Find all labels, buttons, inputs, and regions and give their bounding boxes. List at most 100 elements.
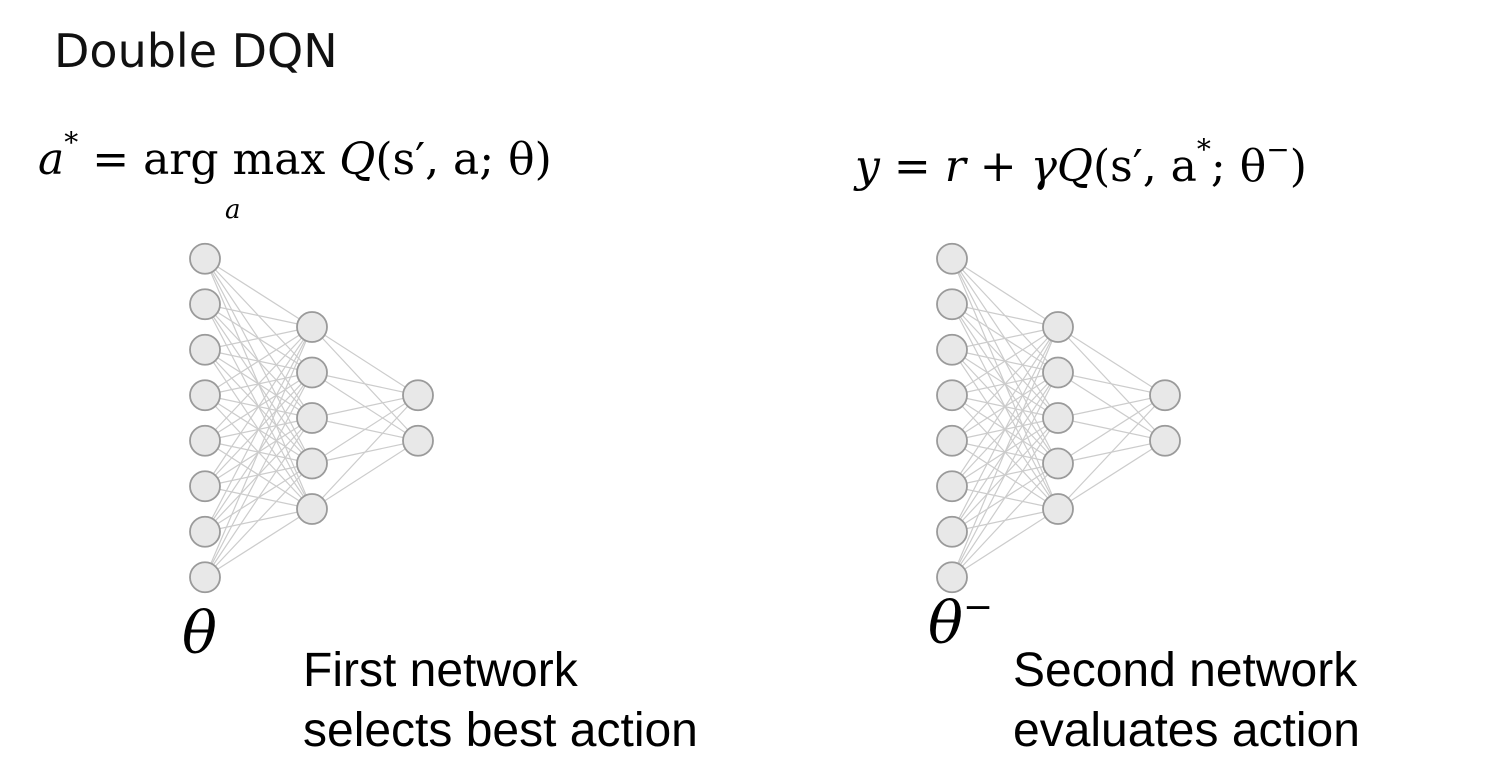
eq-lhs: a (38, 134, 65, 185)
network-edge (204, 258, 313, 328)
network-node-layer-2 (1149, 424, 1181, 457)
target-equation: y = r + γQ(s′, a*; θ−) (855, 136, 1307, 189)
network-node-layer-0 (936, 333, 968, 366)
network-node-layer-2 (402, 424, 434, 457)
eq-args-mid: ; θ (1210, 141, 1267, 192)
first-network-param: θ (182, 604, 217, 662)
eq-gamma: γ (1030, 141, 1057, 192)
network-node-layer-0 (936, 288, 968, 321)
network-node-layer-1 (1042, 402, 1074, 434)
network-edge (951, 258, 1059, 328)
network-edge (311, 394, 419, 510)
slide-title: Double DQN (54, 24, 338, 78)
network-node-layer-1 (1042, 493, 1074, 525)
network-edge (1057, 326, 1166, 396)
network-edge (204, 326, 313, 487)
network-edge (951, 372, 1059, 578)
network-edge (311, 440, 419, 510)
network-edge (204, 303, 313, 328)
network-node-layer-1 (1042, 311, 1074, 343)
network-node-layer-0 (936, 515, 968, 548)
network-edge (951, 326, 1059, 396)
network-node-layer-1 (296, 356, 328, 389)
network-edge (311, 326, 419, 396)
second-network-param: θ− (928, 590, 993, 653)
network-edge (951, 326, 1059, 442)
eq-equals: = (879, 141, 945, 192)
network-node-layer-0 (189, 288, 221, 321)
network-edge (951, 508, 1059, 578)
caption-line: evaluates action (1013, 704, 1360, 757)
network-node-layer-0 (936, 379, 968, 412)
eq-args: (s′, a; θ) (375, 134, 552, 185)
network-edge (951, 463, 1059, 578)
network-node-layer-0 (189, 333, 221, 366)
network-node-layer-0 (189, 561, 221, 594)
network-edge (311, 394, 419, 465)
network-node-layer-0 (936, 470, 968, 503)
network-node-layer-1 (1042, 356, 1074, 389)
eq-plus: + (965, 141, 1031, 192)
network-edge (951, 417, 1059, 578)
network-node-layer-1 (296, 447, 328, 480)
first-network-graph (189, 242, 434, 594)
param-theta: θ (182, 599, 217, 667)
network-node-layer-2 (1149, 379, 1181, 412)
network-node-layer-0 (189, 424, 221, 457)
param-theta-target: θ (928, 589, 963, 657)
network-node-layer-0 (936, 424, 968, 457)
network-edge (204, 326, 313, 396)
param-sup-target: − (962, 587, 994, 628)
network-edge (204, 326, 313, 442)
eq-q: Q (339, 134, 376, 185)
network-edge (1057, 371, 1166, 396)
caption-line: selects best action (303, 704, 698, 757)
network-edge (204, 326, 313, 533)
network-node-layer-0 (189, 379, 221, 412)
eq-r: r (944, 141, 966, 192)
network-edge (204, 372, 313, 578)
caption-line: First network (303, 644, 578, 697)
network-node-layer-0 (189, 242, 221, 275)
network-edge (204, 417, 313, 578)
network-node-layer-1 (1042, 447, 1074, 480)
network-edge (204, 326, 313, 351)
network-edge (1057, 440, 1166, 510)
network-edge (1057, 394, 1166, 419)
network-node-layer-0 (189, 515, 221, 548)
network-edge (1057, 394, 1166, 510)
network-edge (311, 371, 419, 396)
second-network-graph (936, 242, 1181, 594)
network-edge (951, 326, 1059, 533)
network-node-layer-2 (402, 379, 434, 412)
first-network-caption: First network selects best action (303, 641, 698, 761)
network-node-layer-0 (936, 561, 968, 594)
network-edge (1057, 394, 1166, 465)
network-edge (951, 303, 1059, 328)
network-edge (204, 326, 313, 578)
network-edge (951, 326, 1059, 578)
network-edge (204, 463, 313, 578)
network-edge (951, 326, 1059, 487)
network-node-layer-1 (296, 493, 328, 525)
eq-lhs-star: * (64, 126, 79, 159)
network-edge (204, 508, 313, 578)
eq-theta-minus: − (1266, 133, 1290, 166)
argmax-subscript: a (225, 195, 241, 225)
network-node-layer-0 (936, 242, 968, 275)
network-edge (311, 394, 419, 419)
caption-line: Second network (1013, 644, 1358, 697)
network-node-layer-1 (296, 402, 328, 434)
eq-args-close: ) (1289, 141, 1307, 192)
network-edge (951, 326, 1059, 351)
second-network-caption: Second network evaluates action (1013, 641, 1360, 761)
network-node-layer-1 (296, 311, 328, 343)
eq-args-open: (s′, a (1092, 141, 1197, 192)
eq-a-star: * (1196, 133, 1211, 166)
network-node-layer-0 (189, 470, 221, 503)
eq-y: y (855, 141, 880, 192)
action-selection-equation: a* = arg max Q(s′, a; θ) (38, 129, 552, 182)
eq-argmax: = arg max (78, 134, 340, 185)
eq-q-target: Q (1056, 141, 1093, 192)
